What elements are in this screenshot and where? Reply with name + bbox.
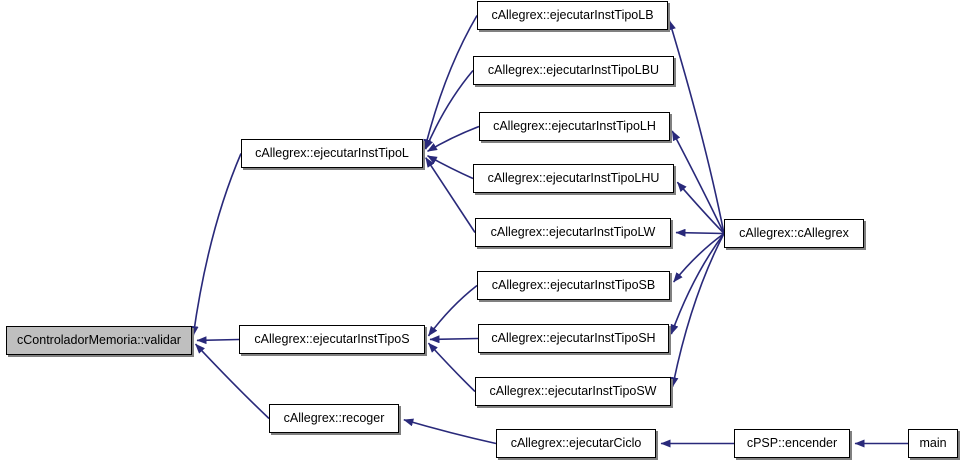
graph-node-label: cAllegrex::ejecutarCiclo [510,436,642,451]
graph-node-label: cAllegrex::ejecutarInstTipoLB [491,8,654,23]
graph-node-label: cAllegrex::recoger [283,411,385,426]
graph-node-tipoLBU[interactable]: cAllegrex::ejecutarInstTipoLBU [473,56,674,85]
graph-node-tipoSW[interactable]: cAllegrex::ejecutarInstTipoSW [475,377,671,406]
graph-node-tipoSH[interactable]: cAllegrex::ejecutarInstTipoSH [478,324,669,353]
edge-ctor-tipoLB [668,19,725,234]
edge-tipoSW-tipoS [427,342,476,393]
graph-node-label: cAllegrex::ejecutarInstTipoLBU [487,63,660,78]
edge-tipoSH-tipoS [429,335,479,344]
edge-ctor-tipoLH [671,130,725,234]
edge-ctor-tipoLHU [676,181,725,235]
graph-node-label: cAllegrex::ejecutarInstTipoLHU [487,171,660,186]
graph-node-ciclo[interactable]: cAllegrex::ejecutarCiclo [496,429,656,458]
graph-node-label: cAllegrex::ejecutarInstTipoLW [490,225,656,240]
graph-node-label: cAllegrex::ejecutarInstTipoSH [491,331,656,346]
graph-node-label: cPSP::encender [746,436,838,451]
graph-node-label: cAllegrex::ejecutarInstTipoLH [493,119,656,134]
graph-node-tipoLH[interactable]: cAllegrex::ejecutarInstTipoLH [479,112,670,141]
edge-tipoS-validar [196,336,240,345]
graph-node-tipoLB[interactable]: cAllegrex::ejecutarInstTipoLB [477,1,668,30]
edge-ciclo-recoger [403,418,497,445]
graph-node-tipoSB[interactable]: cAllegrex::ejecutarInstTipoSB [477,271,670,300]
edge-recoger-validar [194,343,270,420]
graph-node-tipoLHU[interactable]: cAllegrex::ejecutarInstTipoLHU [473,164,674,193]
edge-ctor-tipoSB [672,232,725,283]
graph-node-validar[interactable]: cControladorMemoria::validar [6,326,192,355]
edge-ctor-tipoLW [675,228,725,237]
graph-node-encender[interactable]: cPSP::encender [734,429,850,458]
edge-ctor-tipoSH [670,233,725,335]
edge-tipoLHU-tipoL [427,155,474,180]
graph-node-tipoS[interactable]: cAllegrex::ejecutarInstTipoS [239,325,425,354]
graph-node-label: cAllegrex::ejecutarInstTipoSB [491,278,656,293]
edge-tipoL-validar [190,153,242,337]
edge-tipoLB-tipoL [423,15,478,150]
edge-tipoLBU-tipoL [424,69,474,150]
graph-node-tipoLW[interactable]: cAllegrex::ejecutarInstTipoLW [475,218,671,247]
graph-node-label: cControladorMemoria::validar [17,333,181,348]
edge-ctor-tipoSW [670,233,725,388]
graph-node-recoger[interactable]: cAllegrex::recoger [269,404,399,433]
graph-node-label: cAllegrex::ejecutarInstTipoSW [489,384,657,399]
edge-tipoLW-tipoL [425,157,476,233]
graph-node-tipoL[interactable]: cAllegrex::ejecutarInstTipoL [241,139,423,168]
graph-node-label: cAllegrex::cAllegrex [739,226,849,241]
graph-node-ctor[interactable]: cAllegrex::cAllegrex [724,219,864,248]
graph-node-label: cAllegrex::ejecutarInstTipoS [254,332,410,347]
edge-tipoSB-tipoS [427,284,478,337]
graph-node-main[interactable]: main [908,429,958,458]
graph-node-label: main [919,436,947,451]
graph-node-label: cAllegrex::ejecutarInstTipoL [255,146,409,161]
edge-tipoLH-tipoL [427,125,480,153]
